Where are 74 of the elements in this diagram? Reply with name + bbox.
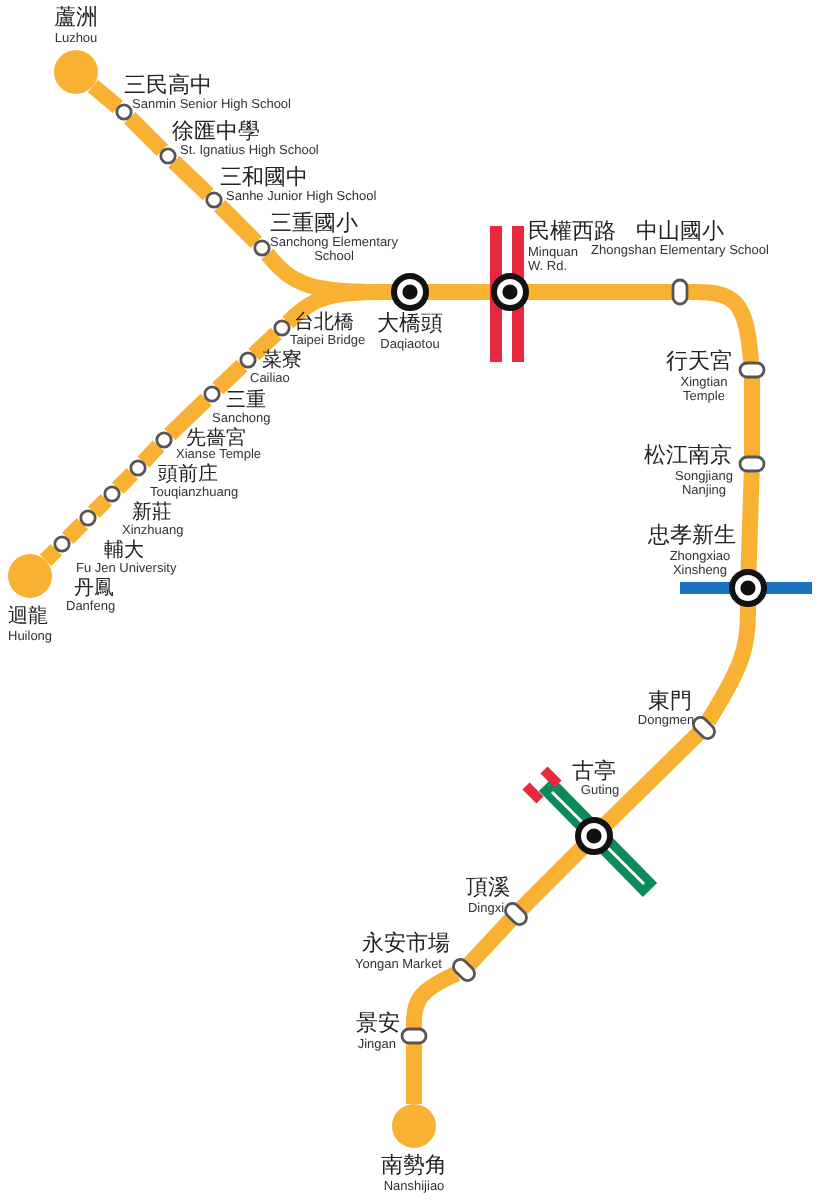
station-name: 古亭 [572, 760, 616, 784]
station-marker [671, 278, 689, 306]
station-name: 徐匯中學 [172, 120, 260, 144]
station-name: 行天宮 [666, 350, 732, 374]
line-segment [124, 112, 168, 156]
line-segment [137, 440, 165, 468]
line-segment [248, 327, 282, 361]
station-marker [738, 455, 766, 473]
line-segment [426, 284, 494, 300]
station-name: 景安 [356, 1012, 400, 1036]
transfer-station-marker [491, 273, 529, 311]
line-segment [744, 378, 760, 456]
line-segment [599, 727, 704, 831]
line-segment [88, 494, 112, 518]
station-marker [400, 1027, 428, 1045]
station-name: 永安市場 [362, 932, 450, 956]
transfer-station-marker [575, 817, 613, 855]
station-name: 迴龍 [8, 608, 48, 629]
line-segment [39, 544, 62, 567]
line-segment [463, 914, 517, 970]
station-name: 新莊 [132, 504, 172, 524]
station-marker [205, 191, 223, 209]
station-name: 三重 [226, 392, 266, 412]
station-marker [501, 899, 531, 929]
station-marker [53, 535, 71, 553]
station-marker [115, 103, 133, 121]
station-name: 三民高中 [124, 74, 212, 98]
station-name: 頭前庄 [158, 466, 218, 486]
line-segment [168, 155, 214, 201]
line-segment [212, 359, 248, 395]
station-name: 三和國中 [220, 166, 308, 190]
transfer-station-marker [729, 569, 767, 607]
station-name: 菜寮 [262, 352, 302, 372]
station-marker [79, 509, 97, 527]
station-name: 大橋頭 [377, 312, 443, 336]
station-marker [239, 351, 257, 369]
line-segment [740, 471, 760, 573]
station-name: 忠孝新生 [648, 524, 736, 548]
transfer-station-marker [391, 273, 429, 311]
line-segment [688, 284, 760, 363]
station-marker [159, 147, 177, 165]
station-name: 中山國小 [636, 220, 724, 244]
station-name: 頂溪 [466, 876, 510, 900]
line-segment [526, 284, 672, 300]
station-marker [203, 385, 221, 403]
terminus-station-marker [392, 1104, 436, 1148]
station-name: 台北橋 [294, 314, 354, 334]
station-marker [449, 955, 479, 985]
line-segment [112, 468, 138, 494]
line-segment [214, 200, 262, 248]
terminus-station-marker [8, 554, 52, 598]
station-name: 東門 [648, 690, 692, 714]
station-marker [155, 431, 173, 449]
station-name: 民權西路 [528, 220, 616, 244]
line-segment [164, 393, 212, 441]
station-name: 三重國小 [270, 212, 358, 236]
line-segment [406, 966, 461, 1031]
station-marker [253, 239, 271, 257]
terminus-station-marker [54, 50, 98, 94]
line-segment [701, 604, 756, 726]
line-segment [406, 1044, 422, 1104]
station-name: 蘆洲 [54, 6, 98, 30]
station-name: 南勢角 [381, 1154, 447, 1178]
station-marker [129, 459, 147, 477]
station-name: 松江南京 [644, 444, 732, 468]
station-name: 丹鳳 [74, 580, 114, 600]
station-name: 輔大 [104, 542, 144, 562]
line-segment [516, 841, 589, 914]
station-name: 先嗇宮 [186, 430, 246, 450]
line-segment [87, 79, 123, 113]
station-marker [103, 485, 121, 503]
line-segment [62, 518, 88, 544]
station-marker [273, 319, 291, 337]
station-marker [738, 361, 766, 379]
